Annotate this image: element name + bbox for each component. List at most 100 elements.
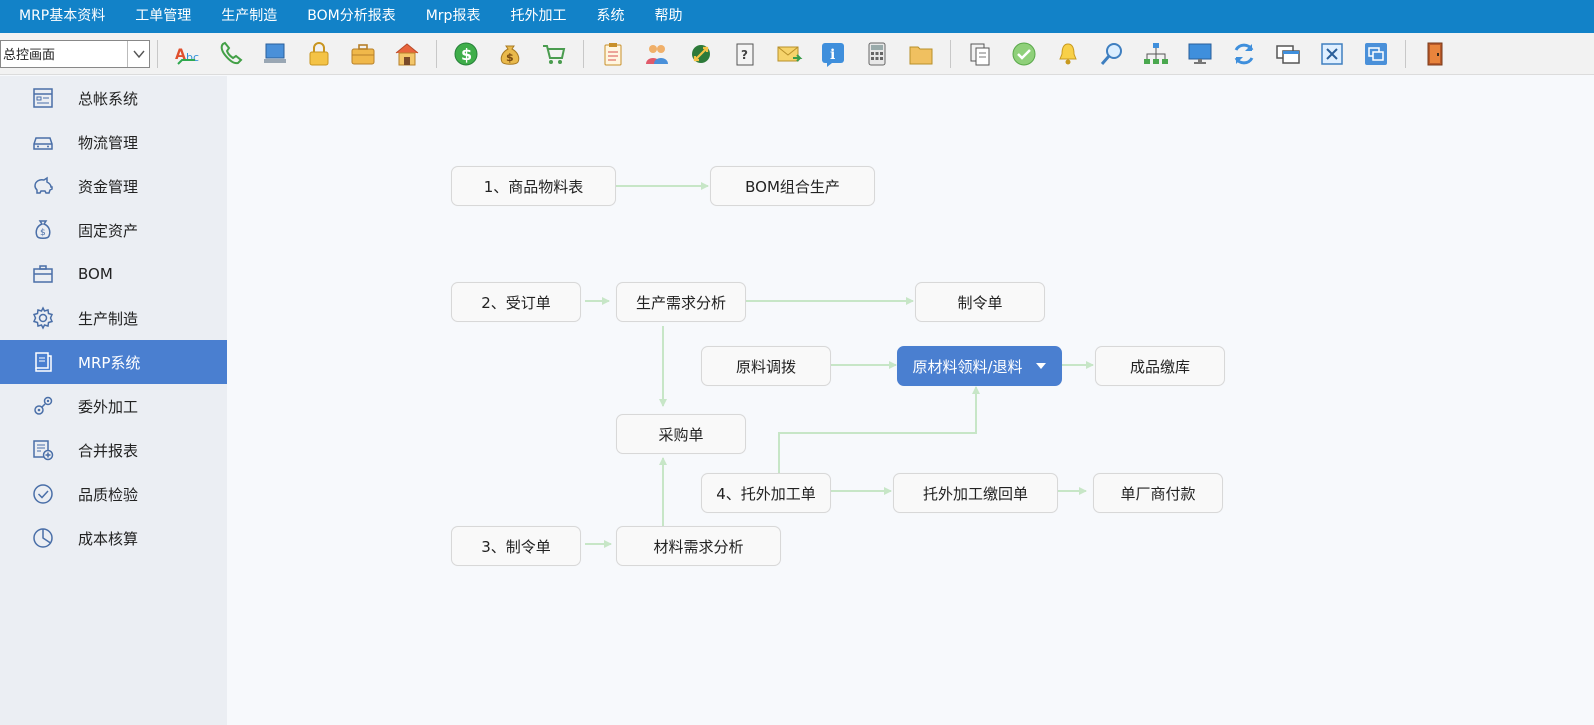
folder-icon[interactable] — [906, 39, 936, 69]
ledger-icon — [30, 85, 56, 111]
money-bag-icon[interactable]: $ — [495, 39, 525, 69]
gear-icon — [30, 305, 56, 331]
menu-bar: MRP基本资料 工单管理 生产制造 BOM分析报表 Mrp报表 托外加工 系统 … — [0, 0, 1594, 33]
exit-door-icon[interactable] — [1420, 39, 1450, 69]
flow-node-material-demand[interactable]: 材料需求分析 — [616, 526, 781, 566]
link-icon[interactable] — [686, 39, 716, 69]
menu-outsourcing[interactable]: 托外加工 — [510, 8, 567, 24]
menu-work-order[interactable]: 工单管理 — [135, 8, 192, 24]
flow-node-sales-order[interactable]: 2、受订单 — [451, 282, 581, 322]
close-window-icon[interactable] — [1317, 39, 1347, 69]
lock-icon[interactable] — [304, 39, 334, 69]
phone-icon[interactable] — [216, 39, 246, 69]
flow-node-material-transfer[interactable]: 原料调拨 — [701, 346, 831, 386]
switch-window-icon[interactable] — [1361, 39, 1391, 69]
sidebar-item-outsourcing[interactable]: 委外加工 — [0, 384, 227, 428]
sidebar-item-bom[interactable]: BOM — [0, 252, 227, 296]
sidebar-item-label: 资金管理 — [78, 177, 139, 196]
flow-connectors — [585, 182, 1094, 548]
sidebar-item-logistics[interactable]: 物流管理 — [0, 120, 227, 164]
flow-node-bom-assembly[interactable]: BOM组合生产 — [710, 166, 875, 206]
calculator-icon[interactable] — [862, 39, 892, 69]
refresh-icon[interactable] — [1229, 39, 1259, 69]
gears-icon — [30, 393, 56, 419]
search-icon[interactable] — [1097, 39, 1127, 69]
sidebar-item-label: BOM — [78, 265, 113, 283]
sidebar-item-consolidated-report[interactable]: 合并报表 — [0, 428, 227, 472]
flow-node-outsourcing-order[interactable]: 4、托外加工单 — [701, 473, 831, 513]
copy-icon[interactable] — [965, 39, 995, 69]
piggy-bank-icon — [30, 173, 56, 199]
flow-node-manufacture-order[interactable]: 制令单 — [915, 282, 1045, 322]
toolbar-separator — [1405, 39, 1406, 68]
computer-icon[interactable] — [260, 39, 290, 69]
menu-bom-reports[interactable]: BOM分析报表 — [307, 8, 396, 24]
flow-node-outsourcing-return[interactable]: 托外加工缴回单 — [893, 473, 1058, 513]
flow-node-label: 原材料领料/退料 — [912, 357, 1023, 376]
toolbar-separator — [950, 39, 951, 68]
sidebar-item-label: 品质检验 — [78, 485, 139, 504]
sidebar-item-label: 合并报表 — [78, 441, 139, 460]
home-icon[interactable] — [392, 39, 422, 69]
monitor-icon[interactable] — [1185, 39, 1215, 69]
main-flowchart: 1、商品物料表 BOM组合生产 2、受订单 生产需求分析 制令单 原料调拨 原材… — [227, 76, 1594, 725]
info-icon[interactable]: i — [818, 39, 848, 69]
money-bag-icon: $ — [30, 217, 56, 243]
dollar-coin-icon[interactable]: $ — [451, 39, 481, 69]
sidebar-item-mrp-system[interactable]: MRP系统 — [0, 340, 227, 384]
menu-mrp-reports[interactable]: Mrp报表 — [425, 8, 481, 24]
svg-text:?: ? — [741, 48, 748, 62]
flow-node-purchase-order[interactable]: 采购单 — [616, 414, 746, 454]
toolbar-separator — [583, 39, 584, 68]
clipboard-icon[interactable] — [598, 39, 628, 69]
flow-node-manufacture-order-3[interactable]: 3、制令单 — [451, 526, 581, 566]
sidebar-item-production[interactable]: 生产制造 — [0, 296, 227, 340]
svg-text:A: A — [175, 47, 186, 63]
sidebar-item-label: 成本核算 — [78, 529, 139, 548]
sidebar-item-cost-accounting[interactable]: 成本核算 — [0, 516, 227, 560]
chevron-down-icon — [1035, 363, 1046, 369]
org-chart-icon[interactable] — [1141, 39, 1171, 69]
help-document-icon[interactable]: ? — [730, 39, 760, 69]
menu-system[interactable]: 系统 — [596, 8, 625, 24]
briefcase-icon — [30, 261, 56, 287]
flow-node-production-demand[interactable]: 生产需求分析 — [616, 282, 746, 322]
sidebar: 总帐系统 物流管理 资金管理 $ 固定资产 BOM 生产制造 MRP系统 — [0, 76, 227, 725]
flow-node-material-issue-return[interactable]: 原材料领料/退料 — [897, 346, 1062, 386]
toolbar-separator — [157, 39, 158, 68]
sidebar-item-fixed-assets[interactable]: $ 固定资产 — [0, 208, 227, 252]
sidebar-item-label: MRP系统 — [78, 353, 141, 372]
menu-production[interactable]: 生产制造 — [221, 8, 278, 24]
svg-text:i: i — [830, 47, 835, 63]
briefcase-icon[interactable] — [348, 39, 378, 69]
bell-icon[interactable] — [1053, 39, 1083, 69]
check-circle-icon — [30, 481, 56, 507]
sidebar-item-quality-inspection[interactable]: 品质检验 — [0, 472, 227, 516]
svg-text:$: $ — [506, 51, 514, 64]
flow-node-vendor-payment[interactable]: 单厂商付款 — [1093, 473, 1223, 513]
flow-node-finished-goods-storage[interactable]: 成品缴库 — [1095, 346, 1225, 386]
sidebar-item-label: 物流管理 — [78, 133, 139, 152]
menu-help[interactable]: 帮助 — [654, 8, 683, 24]
check-circle-icon[interactable] — [1009, 39, 1039, 69]
report-add-icon — [30, 437, 56, 463]
flow-node-product-bom[interactable]: 1、商品物料表 — [451, 166, 616, 206]
sidebar-item-label: 固定资产 — [78, 221, 139, 240]
view-select[interactable]: 总控画面 — [0, 39, 150, 68]
sidebar-item-label: 总帐系统 — [78, 89, 139, 108]
sidebar-item-label: 生产制造 — [78, 309, 139, 328]
svg-text:$: $ — [461, 45, 472, 64]
sidebar-item-label: 委外加工 — [78, 397, 139, 416]
chevron-down-icon — [127, 40, 149, 67]
shopping-cart-icon[interactable] — [539, 39, 569, 69]
sidebar-item-funds[interactable]: 资金管理 — [0, 164, 227, 208]
users-icon[interactable] — [642, 39, 672, 69]
sidebar-item-general-ledger[interactable]: 总帐系统 — [0, 76, 227, 120]
window-icon[interactable] — [1273, 39, 1303, 69]
svg-text:$: $ — [40, 228, 46, 238]
mail-icon[interactable] — [774, 39, 804, 69]
toolbar-separator — [436, 39, 437, 68]
menu-mrp-basic-data[interactable]: MRP基本资料 — [19, 8, 106, 24]
pie-chart-icon — [30, 525, 56, 551]
